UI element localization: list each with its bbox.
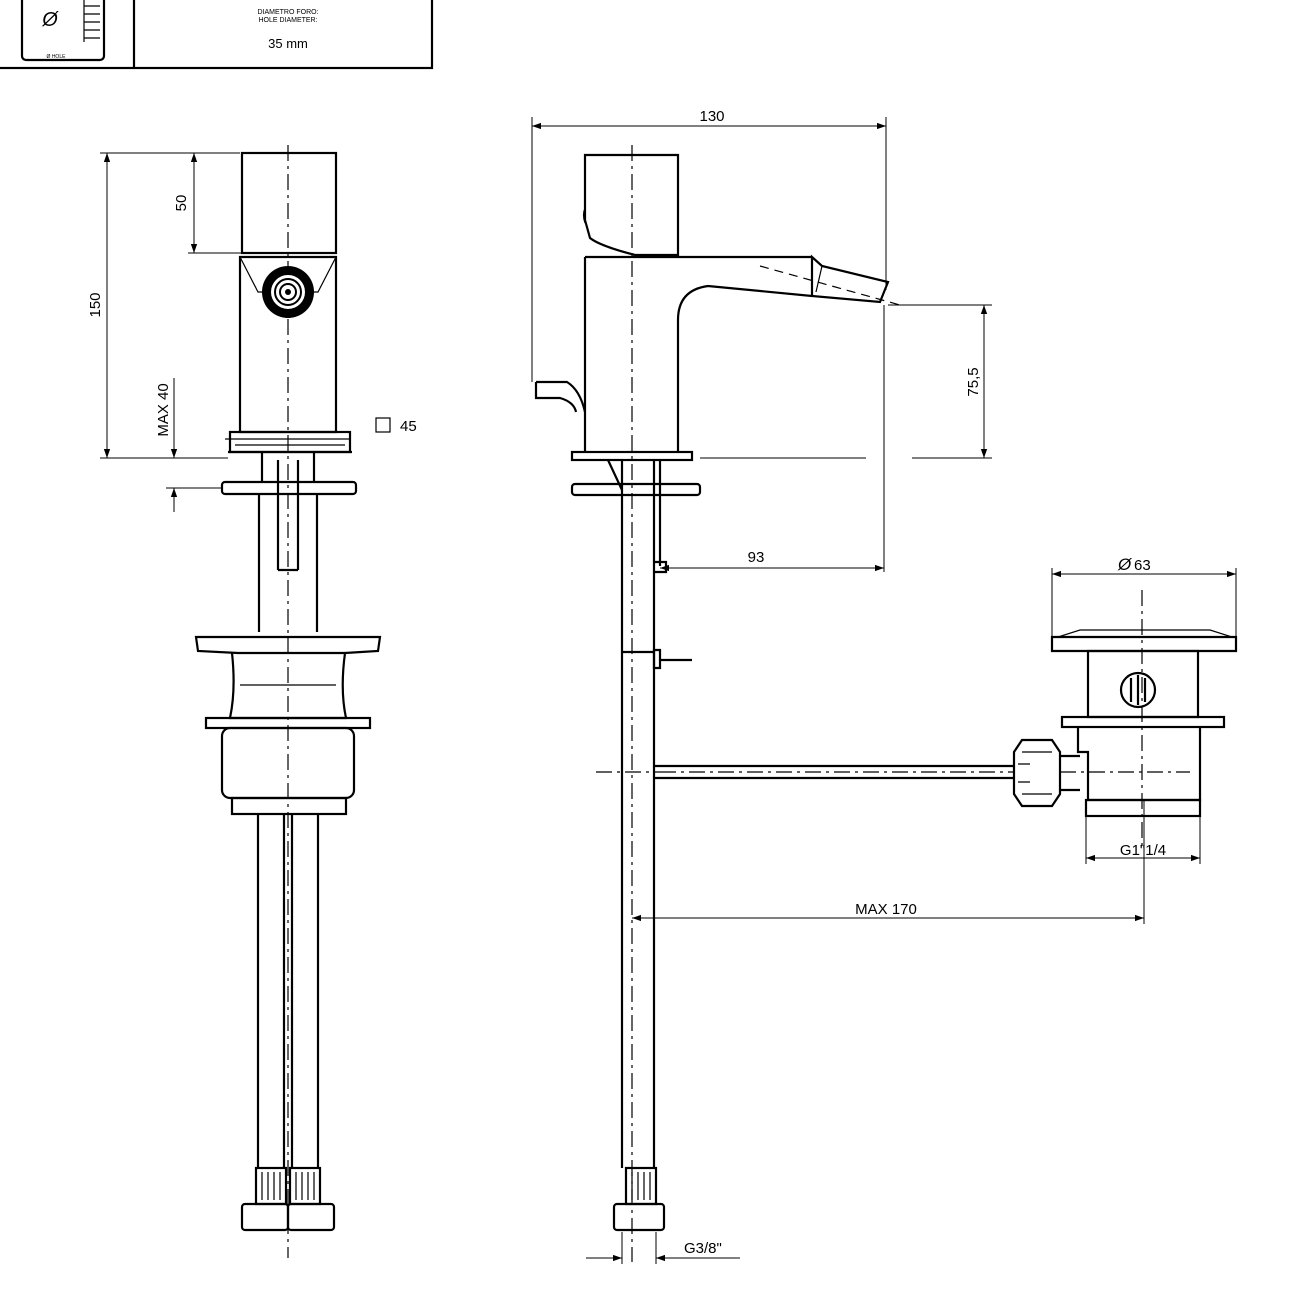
aerator-icon <box>262 266 314 318</box>
front-lever <box>240 151 338 255</box>
dim-base-square: 45 <box>400 418 417 435</box>
pop-up-knob <box>534 380 587 413</box>
front-washer <box>220 480 358 496</box>
hole-icon: Ø Ø HOLE <box>20 0 106 62</box>
dim-max-thickness: MAX 40 <box>155 383 172 436</box>
diameter-icon: Ø <box>1117 555 1133 574</box>
dim-waste-diameter: 63 <box>1134 557 1151 574</box>
waste-slot-icon <box>1119 671 1157 709</box>
dim-total-height: 150 <box>87 292 104 317</box>
side-hose-nut <box>612 1166 666 1232</box>
front-base <box>228 430 352 454</box>
hole-symbol: Ø <box>41 9 59 31</box>
waste-cap <box>1050 635 1238 653</box>
diameter-label-en: HOLE DIAMETER: <box>258 17 317 24</box>
waste-view: Ø 63 G1"1/4 <box>1012 555 1238 864</box>
side-lever <box>583 153 680 257</box>
square-icon <box>375 417 391 433</box>
dim-hose-thread: G3/8" <box>684 1240 722 1257</box>
side-view: 130 75,5 93 MAX 170 G3/8" <box>531 108 1145 1264</box>
dim-spout-reach: 93 <box>748 549 765 566</box>
dim-lever-height: 50 <box>173 195 190 212</box>
diameter-value: 35 mm <box>268 36 308 51</box>
dim-spout-height: 75,5 <box>965 367 982 396</box>
waste-connector <box>1012 738 1080 808</box>
front-hose-nuts <box>240 1166 336 1232</box>
spout <box>759 254 901 306</box>
front-view: 150 50 MAX 40 45 <box>87 145 417 1258</box>
dim-waste-thread: G1"1/4 <box>1120 842 1166 859</box>
diameter-label-it: DIAMETRO FORO: <box>257 9 318 16</box>
dim-max-rod: MAX 170 <box>855 901 917 918</box>
dim-total-depth: 130 <box>699 108 724 125</box>
hole-label: Ø HOLE <box>47 54 67 60</box>
title-block: Ø Ø HOLE DIAMETRO FORO: HOLE DIAMETER: 3… <box>0 0 434 70</box>
